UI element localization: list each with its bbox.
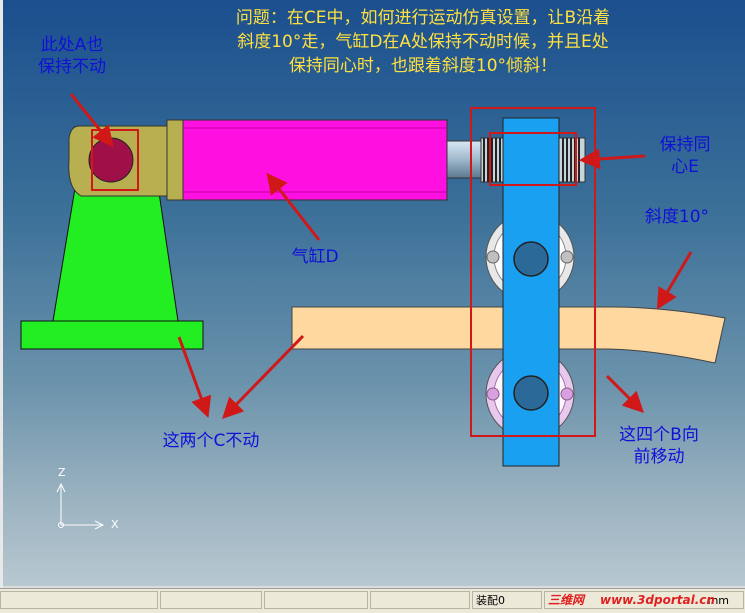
- cylinder-body: [182, 119, 448, 201]
- highlight-coaxial-e: [489, 132, 577, 186]
- label-pin-a: 此处A也 保持不动: [38, 35, 106, 77]
- status-assembly: 装配0: [472, 591, 542, 609]
- question-line-2: 斜度10°走，气缸D在A处保持不动时候，并且E处: [237, 32, 609, 52]
- arrow-to-base: [177, 336, 212, 418]
- arrow-to-e: [578, 148, 646, 170]
- label-moving-b: 这四个B向 前移动: [619, 425, 699, 467]
- pivot-pin-a: [88, 137, 134, 183]
- cylinder-end-cap: [166, 119, 184, 201]
- label-slope: 斜度10°: [644, 207, 710, 227]
- rod-thread-right: [558, 137, 586, 183]
- watermark-url: www.3dportal.cn: [600, 593, 715, 607]
- slider-bar: [502, 117, 560, 467]
- label-coaxial-e: 保持同 心E: [659, 135, 711, 177]
- status-cell-3: [264, 591, 368, 609]
- watermark-cn: 三维网: [548, 593, 585, 607]
- arrow-forward-b: [605, 374, 644, 413]
- highlight-moving-b: [470, 107, 596, 437]
- axis-triad: [56, 482, 105, 530]
- rod-thread-left: [480, 137, 506, 183]
- status-cell-1: [0, 591, 158, 609]
- question-line-1: 问题：在CE中，如何进行运动仿真设置，让B沿着: [235, 8, 611, 28]
- base-plate: [20, 320, 204, 350]
- axis-x-label: X: [111, 518, 119, 531]
- question-text: 问题：在CE中，如何进行运动仿真设置，让B沿着 斜度10°走，气缸D在A处保持不…: [153, 6, 693, 78]
- status-cell-4: [370, 591, 470, 609]
- question-line-3: 保持同心时，也跟着斜度10°倾斜！: [288, 56, 558, 76]
- bar-hole-lower: [513, 375, 549, 411]
- label-fixed-c: 这两个C不动: [162, 431, 260, 451]
- label-cylinder-d: 气缸D: [291, 247, 339, 267]
- arrow-to-rail: [222, 334, 305, 420]
- status-bar: 装配0 mm 三维网 www.3dportal.cn: [0, 588, 745, 613]
- cad-scene: Z X: [20, 93, 726, 531]
- status-units: mm: [544, 591, 744, 609]
- arrow-to-slope: [656, 251, 693, 310]
- status-cell-2: [160, 591, 262, 609]
- arrow-to-cylinder: [266, 172, 321, 241]
- highlight-pin-a: [91, 129, 139, 191]
- 3d-viewport[interactable]: Z X 问题：在CE中，如何进行运动仿真设置，让B沿着 斜度10°走，气缸D在A…: [3, 0, 745, 586]
- window-left-edge: [0, 0, 3, 612]
- bar-hole-upper: [513, 241, 549, 277]
- axis-z-label: Z: [58, 466, 66, 479]
- arrow-to-a: [69, 93, 114, 148]
